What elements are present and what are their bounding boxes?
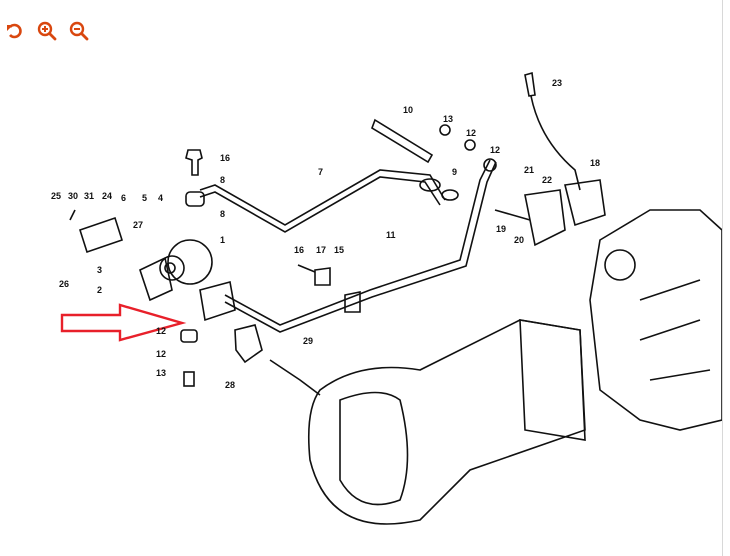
callout-label: 7	[318, 167, 323, 177]
callout-label: 17	[316, 245, 326, 255]
callout-label: 19	[496, 224, 506, 234]
diagram-linework	[69, 71, 722, 525]
callout-label: 1	[220, 235, 225, 245]
callout-label: 25	[51, 191, 61, 201]
callout-labels: 16 8 8 1 25 30 31 24 6 5 4 27 3 2 26 12 12 13 28 29 7 10 13 12 1…	[51, 78, 600, 390]
callout-label: 13	[156, 368, 166, 378]
callout-label: 20	[514, 235, 524, 245]
callout-label: 9	[452, 167, 457, 177]
callout-label: 15	[334, 245, 344, 255]
rotate-icon	[7, 23, 22, 39]
callout-label: 2	[97, 285, 102, 295]
callout-label: 16	[294, 245, 304, 255]
callout-label: 28	[225, 380, 235, 390]
viewer-toolbar	[4, 20, 90, 42]
callout-label: 12	[490, 145, 500, 155]
callout-label: 10	[403, 105, 413, 115]
callout-label: 12	[156, 349, 166, 359]
highlight-arrow	[60, 303, 187, 342]
callout-label: 12	[156, 326, 166, 336]
callout-label: 30	[68, 191, 78, 201]
callout-label: 23	[552, 78, 562, 88]
callout-label: 31	[84, 191, 94, 201]
callout-label: 16	[220, 153, 230, 163]
zoom-out-button[interactable]	[68, 20, 90, 42]
callout-label: 4	[158, 193, 163, 203]
zoom-in-button[interactable]	[36, 20, 58, 42]
viewer-edge	[722, 0, 723, 556]
callout-label: 26	[59, 279, 69, 289]
callout-label: 11	[386, 230, 396, 240]
callout-label: 24	[102, 191, 112, 201]
callout-label: 27	[133, 220, 143, 230]
callout-label: 8	[220, 209, 225, 219]
callout-label: 29	[303, 336, 313, 346]
callout-label: 3	[97, 265, 102, 275]
callout-label: 6	[121, 193, 126, 203]
zoom-in-icon	[37, 21, 57, 41]
callout-label: 21	[524, 165, 534, 175]
callout-label: 13	[443, 114, 453, 124]
zoom-out-icon	[69, 21, 89, 41]
callout-label: 18	[590, 158, 600, 168]
callout-label: 8	[220, 175, 225, 185]
callout-label: 12	[466, 128, 476, 138]
rotate-button[interactable]	[4, 20, 26, 42]
callout-label: 22	[542, 175, 552, 185]
callout-label: 5	[142, 193, 147, 203]
